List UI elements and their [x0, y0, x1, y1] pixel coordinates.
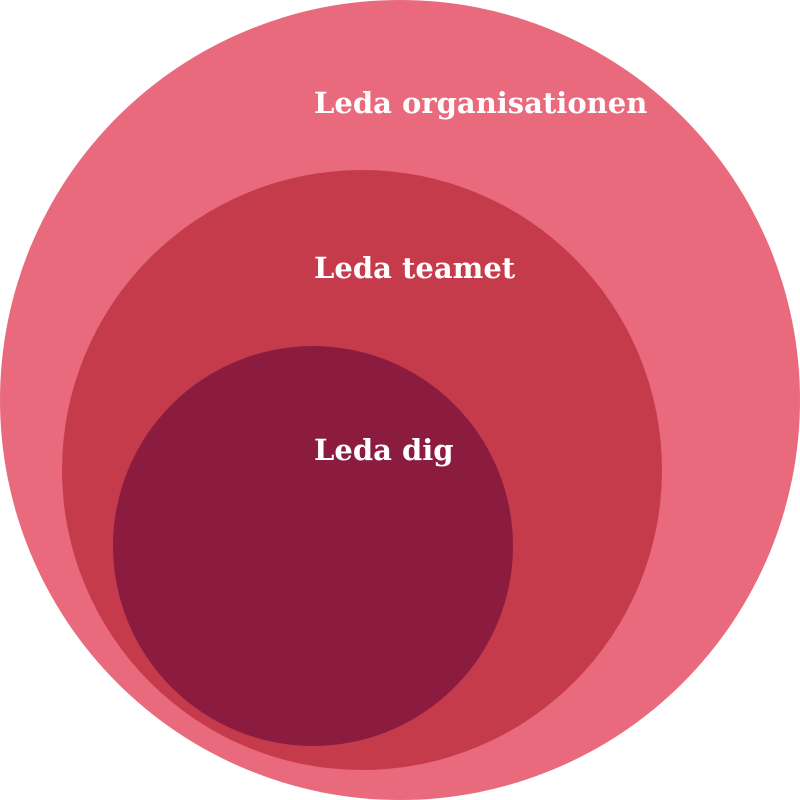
label-organisation: Leda organisationen: [314, 86, 648, 120]
label-team: Leda teamet: [314, 251, 516, 285]
label-self: Leda dig: [314, 433, 454, 467]
circle-self: [113, 346, 513, 746]
